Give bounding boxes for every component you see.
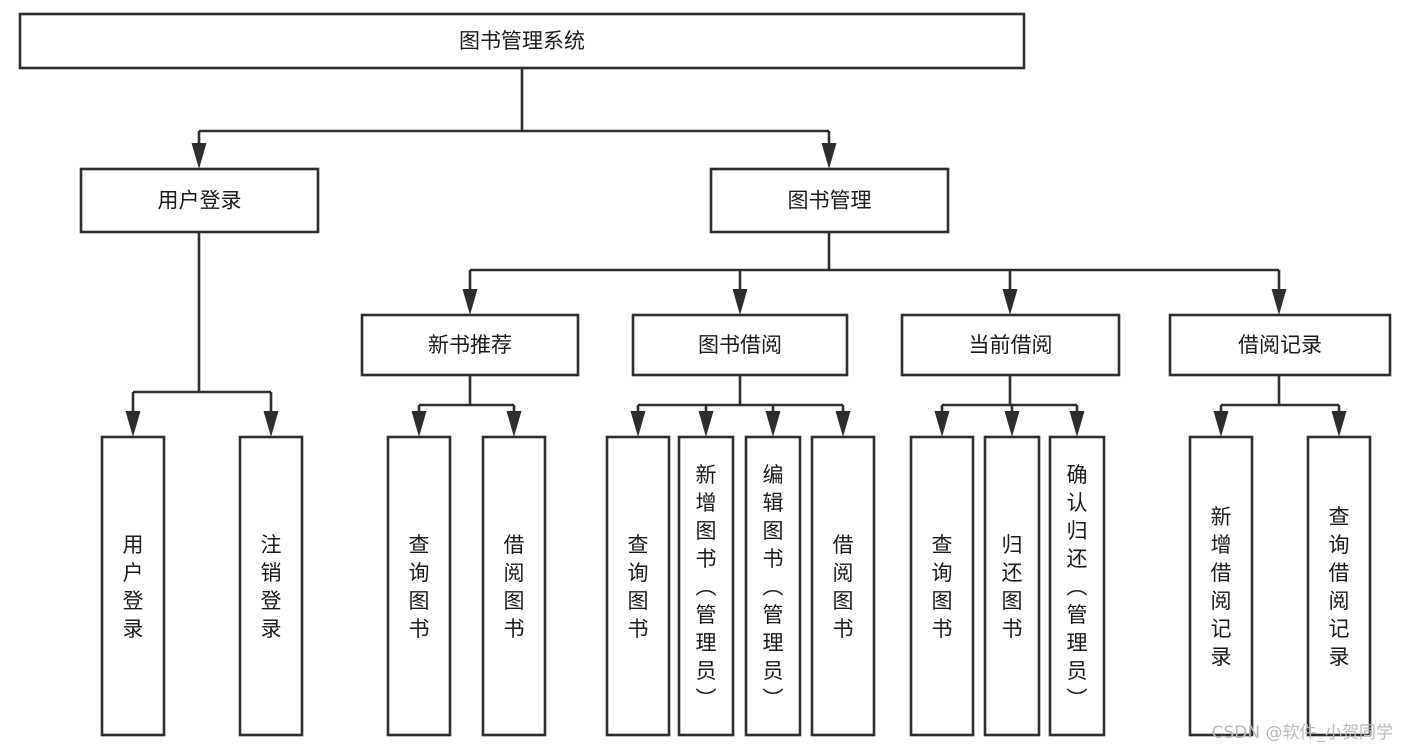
node-label: 图书管理系统: [459, 29, 585, 53]
node-leaf-query-book-3[interactable]: 查询图书: [909, 435, 975, 737]
node-leaf-confirm-return[interactable]: 确认归还︵管理员︶: [1048, 435, 1106, 737]
node-leaf-add-book[interactable]: 新增图书︵管理员︶: [677, 435, 735, 737]
node-label: 借阅记录: [1238, 333, 1322, 357]
node-label: 图书管理: [788, 189, 872, 213]
node-label: 确认归还︵管理员︶: [1067, 463, 1088, 711]
node-book-borrow[interactable]: 图书借阅: [631, 313, 849, 377]
node-label: 新书推荐: [428, 333, 512, 357]
csdn-watermark: CSDN @软件_小贺同学: [1211, 723, 1393, 743]
node-leaf-add-record[interactable]: 新增借阅记录: [1188, 435, 1254, 737]
node-label: 查询图书: [409, 533, 430, 641]
node-label: 借阅图书: [833, 533, 854, 641]
nodes-layer: 图书管理系统用户登录图书管理新书推荐图书借阅当前借阅借阅记录用户登录注销登录查询…: [18, 12, 1392, 737]
node-new-book-rec[interactable]: 新书推荐: [360, 313, 580, 377]
node-leaf-user-logout[interactable]: 注销登录: [238, 435, 304, 737]
node-label: 注销登录: [261, 533, 282, 641]
node-leaf-borrow-book-2[interactable]: 借阅图书: [810, 435, 876, 737]
node-root[interactable]: 图书管理系统: [18, 12, 1026, 70]
node-label: 查询图书: [932, 533, 953, 641]
connector-bookborrow-to-leaves: [630, 375, 851, 437]
connector-borrowrecord-to-leaves: [1213, 375, 1347, 437]
connector-newbook-to-leaves: [411, 375, 522, 437]
connectors-layer: [125, 68, 1347, 437]
node-leaf-query-record[interactable]: 查询借阅记录: [1306, 435, 1372, 737]
connector-root-to-level2: [191, 68, 837, 169]
node-label: 用户登录: [123, 533, 144, 641]
node-current-borrow[interactable]: 当前借阅: [900, 313, 1121, 377]
connector-userlogin-to-leaves: [125, 232, 279, 437]
node-leaf-edit-book[interactable]: 编辑图书︵管理员︶: [744, 435, 802, 737]
node-leaf-return-book[interactable]: 归还图书: [983, 435, 1041, 737]
node-leaf-user-login[interactable]: 用户登录: [100, 435, 166, 737]
connector-bookmanage-to-level3: [462, 232, 1287, 315]
node-borrow-record[interactable]: 借阅记录: [1168, 313, 1392, 377]
node-label: 新增借阅记录: [1211, 505, 1232, 669]
node-leaf-borrow-book-1[interactable]: 借阅图书: [481, 435, 547, 737]
node-label: 借阅图书: [504, 533, 525, 641]
node-label: 编辑图书︵管理员︶: [763, 463, 784, 711]
node-label: 查询图书: [628, 533, 649, 641]
node-label: 归还图书: [1002, 533, 1023, 641]
node-book-manage[interactable]: 图书管理: [709, 167, 950, 234]
node-leaf-query-book-2[interactable]: 查询图书: [605, 435, 671, 737]
node-label: 查询借阅记录: [1329, 505, 1350, 669]
node-leaf-query-book-1[interactable]: 查询图书: [386, 435, 452, 737]
node-label: 当前借阅: [969, 333, 1053, 357]
node-user-login[interactable]: 用户登录: [79, 167, 320, 234]
connector-currentborrow-to-leaves: [934, 375, 1085, 437]
node-label: 图书借阅: [698, 333, 782, 357]
node-label: 用户登录: [158, 189, 242, 213]
node-label: 新增图书︵管理员︶: [696, 463, 717, 711]
